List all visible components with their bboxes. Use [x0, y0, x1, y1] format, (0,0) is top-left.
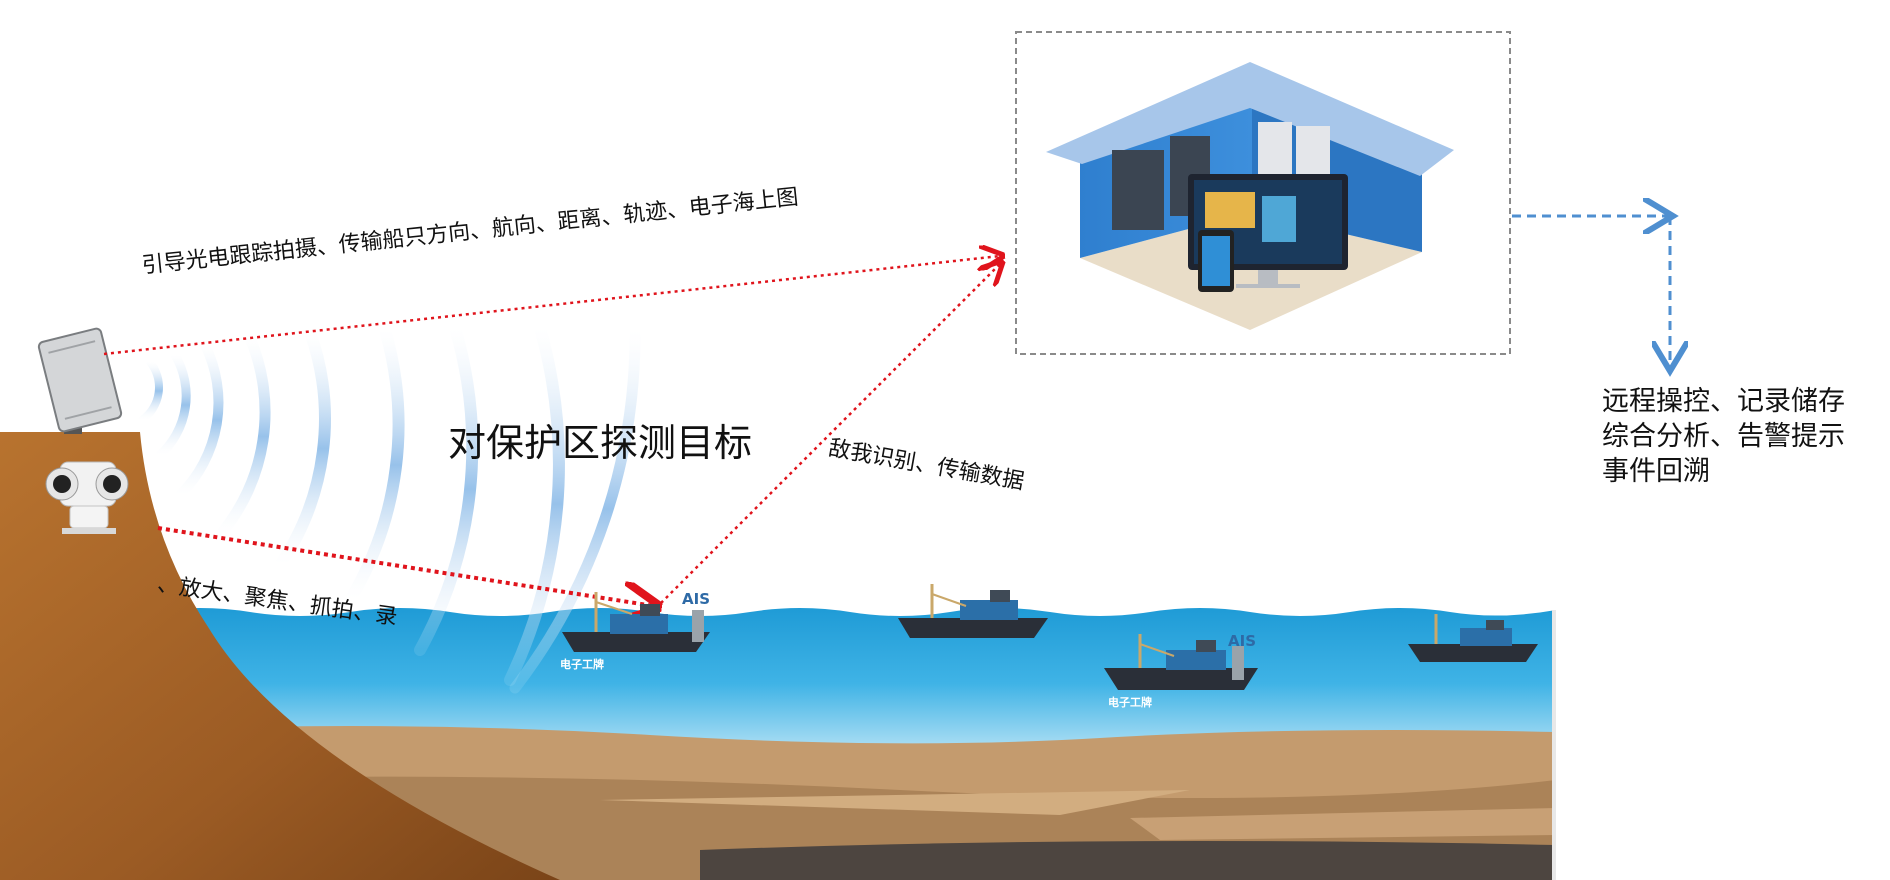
ship-4-icon	[1408, 614, 1538, 662]
function-line-2: 综合分析、告警提示	[1602, 421, 1845, 452]
ptz-camera-icon	[45, 461, 129, 534]
function-line-3: 事件回溯	[1602, 456, 1710, 487]
detect-label: 对保护区探测目标	[448, 421, 753, 465]
ship-2-icon	[898, 584, 1048, 638]
flow-arrow	[1512, 216, 1670, 368]
ship-1-icon	[562, 592, 710, 652]
signal-lines	[103, 256, 1000, 608]
sea	[150, 608, 1556, 745]
camera-signal-line	[157, 526, 654, 606]
guide-signal-line	[103, 256, 1000, 356]
badge-marker-1: 电子工牌	[560, 658, 604, 671]
radar-waves	[138, 322, 641, 694]
badge-marker-2: 电子工牌	[1108, 696, 1152, 709]
cliff	[0, 432, 560, 880]
control-functions: 远程操控、记录储存 综合分析、告警提示 事件回溯	[1602, 384, 1845, 489]
ship-3-icon	[1104, 634, 1258, 690]
function-line-1: 远程操控、记录储存	[1602, 386, 1845, 417]
control-room	[1015, 31, 1511, 355]
ais-marker-1: AIS	[682, 590, 710, 608]
ais-marker-2: AIS	[1228, 632, 1256, 650]
radar-device-icon	[37, 327, 123, 434]
